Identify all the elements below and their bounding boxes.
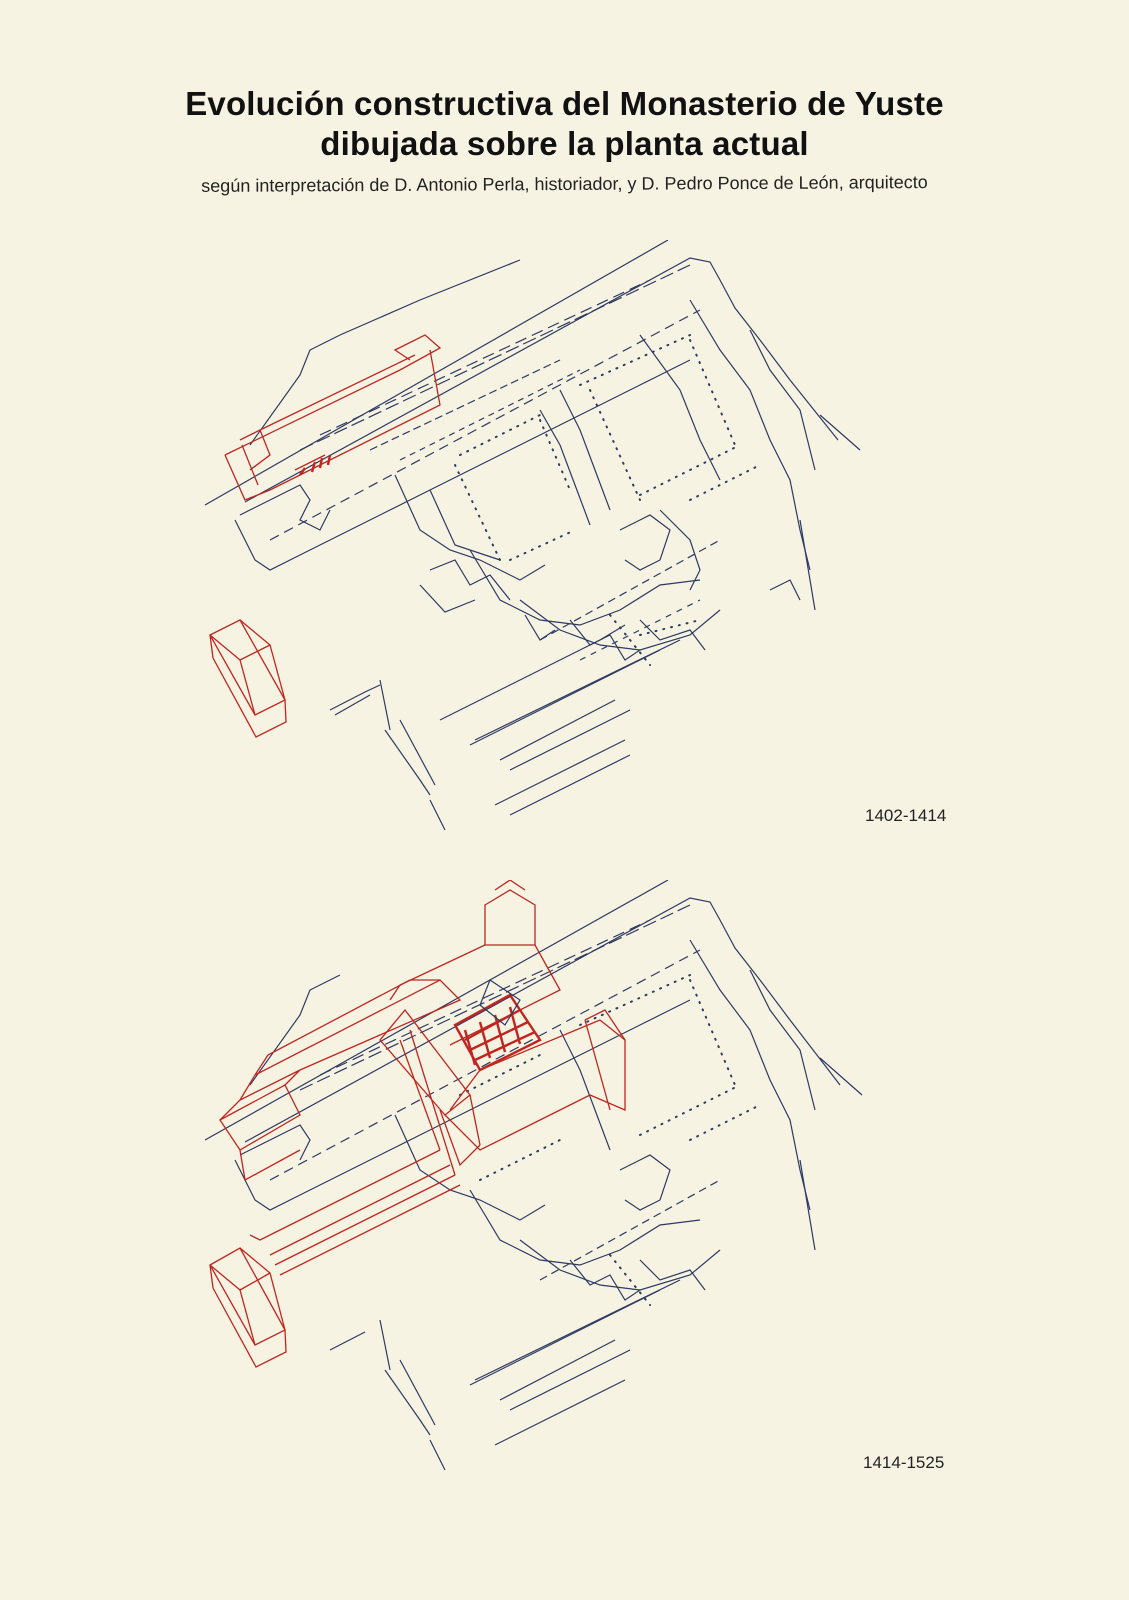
medieval-construction-red [209,334,442,738]
existing-plan-lines [204,880,863,1471]
period-label-2: 1414-1525 [863,1453,945,1472]
floor-plan-1414-1525 [204,880,863,1471]
medieval-construction-red [209,880,626,1368]
floor-plan-1402-1414 [204,240,861,831]
page-title-line-1: Evolución constructiva del Monasterio de… [185,85,944,122]
page-title-line-2: dibujada sobre la planta actual [320,125,809,162]
period-label-1: 1402-1414 [865,806,947,825]
existing-plan-lines [204,240,861,831]
page-subtitle: según interpretación de D. Antonio Perla… [201,172,928,196]
cloister-column-dots [459,974,761,1306]
cloister-column-dots [454,334,761,666]
